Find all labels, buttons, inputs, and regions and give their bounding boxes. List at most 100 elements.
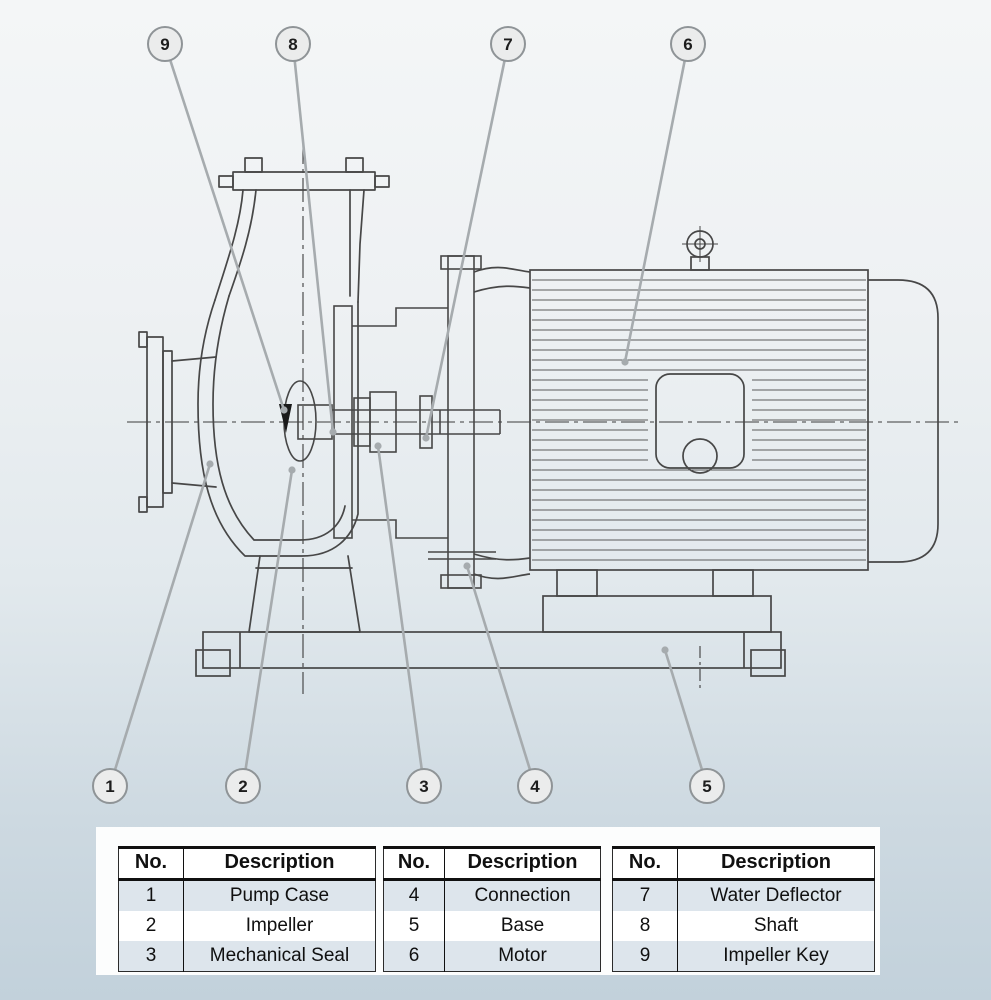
leader-line — [108, 463, 212, 787]
callout-label: 4 — [530, 777, 540, 796]
callout-circle — [670, 26, 706, 62]
bracket-connection — [352, 255, 496, 589]
table-row: 7 Water Deflector — [612, 879, 875, 911]
part-no: 9 — [612, 941, 678, 972]
callout-label: 8 — [288, 35, 297, 54]
part-no: 3 — [118, 941, 184, 972]
callout-circle — [517, 768, 553, 804]
part-description: Pump Case — [183, 879, 376, 911]
suction-flange-bolt-bottom — [138, 496, 148, 513]
callout-circle — [275, 26, 311, 62]
leader-line — [465, 565, 537, 787]
part-description: Impeller Key — [677, 941, 875, 972]
leader-dot — [329, 428, 337, 436]
discharge-neck-left — [214, 189, 244, 301]
motor-bell-bottom-inner — [473, 553, 531, 561]
table-header-row: No. Description — [612, 846, 875, 881]
table-row: 4 Connection — [383, 879, 601, 911]
discharge-neck-right — [357, 189, 365, 303]
volute-outer — [197, 299, 359, 557]
part-description: Connection — [444, 879, 601, 911]
table-header-row: No. Description — [383, 846, 601, 881]
col-header-no: No. — [118, 846, 184, 881]
leader-line — [291, 43, 335, 433]
callout-label: 3 — [419, 777, 428, 796]
motor — [473, 226, 939, 633]
suction-flange-bolt-top — [138, 331, 148, 348]
table-header-row: No. Description — [118, 846, 376, 881]
callout-circle — [225, 768, 261, 804]
col-header-description: Description — [444, 846, 601, 881]
discharge-flange-tab-right — [345, 157, 364, 173]
callout-8: 8 — [275, 26, 337, 436]
casing-cover — [333, 305, 353, 539]
discharge-flange-ear-left — [218, 175, 234, 188]
leader-dot — [621, 358, 629, 366]
volute-inner — [212, 295, 346, 541]
pump-case — [138, 157, 390, 633]
col-header-no: No. — [383, 846, 445, 881]
leader-dot — [288, 466, 296, 474]
leader-dot — [206, 460, 214, 468]
callout-label: 5 — [702, 777, 711, 796]
callout-circle — [147, 26, 183, 62]
leader-dot — [661, 646, 669, 654]
motor-end-cap — [868, 279, 939, 563]
discharge-flange-ear-right — [374, 175, 390, 188]
table-row: 6 Motor — [383, 941, 601, 972]
leader-line — [241, 469, 294, 787]
col-header-description: Description — [183, 846, 376, 881]
callout-6: 6 — [621, 26, 706, 366]
callout-1: 1 — [92, 460, 214, 804]
bracket-bottom — [352, 519, 448, 539]
suction-pipe-bottom — [171, 482, 217, 488]
part-no: 4 — [383, 879, 445, 911]
callout-label: 6 — [683, 35, 692, 54]
table-row: 8 Shaft — [612, 911, 875, 941]
col-header-description: Description — [677, 846, 875, 881]
table-row: 5 Base — [383, 911, 601, 941]
motor-terminal-boss — [682, 438, 718, 474]
bracket-top — [352, 307, 448, 327]
motor-foot-right — [712, 569, 754, 597]
motor-rail — [542, 595, 772, 633]
part-description: Motor — [444, 941, 601, 972]
callout-circle — [92, 768, 128, 804]
mechanical-seal-outer — [369, 391, 397, 453]
motor-flange-collar-bottom — [440, 574, 482, 589]
part-description: Water Deflector — [677, 879, 875, 911]
part-no: 6 — [383, 941, 445, 972]
discharge-flange — [232, 171, 376, 191]
leader-line — [376, 445, 426, 787]
table-row: 1 Pump Case — [118, 879, 376, 911]
water-deflector — [419, 395, 433, 449]
leader-line — [663, 649, 709, 787]
base — [195, 631, 786, 677]
part-no: 2 — [118, 911, 184, 941]
callout-5: 5 — [661, 646, 725, 804]
discharge-flange-tab-left — [244, 157, 263, 173]
part-description: Base — [500, 915, 545, 936]
motor-terminal-plate — [655, 373, 745, 469]
rotating-assembly — [279, 305, 501, 539]
discharge-neck-left-inner — [228, 189, 257, 297]
col-header-no: No. — [612, 846, 678, 881]
callout-3: 3 — [374, 442, 442, 804]
callout-7: 7 — [422, 26, 526, 442]
part-no: 1 — [118, 879, 184, 911]
callout-2: 2 — [225, 466, 296, 804]
callout-4: 4 — [463, 562, 553, 804]
parts-table-1: No. Description 1 Pump Case 2 Impeller 3… — [118, 846, 376, 972]
part-description: Mechanical Seal — [183, 941, 376, 972]
suction-pipe-top — [171, 356, 217, 362]
leader-dot — [463, 562, 471, 570]
parts-table-2: No. Description 4 Connection 5 Base 6 Mo… — [383, 846, 601, 972]
leader-dot — [422, 434, 430, 442]
leader-dot — [374, 442, 382, 450]
suction-flange-step — [162, 350, 173, 494]
motor-foot-left — [556, 569, 598, 597]
motor-bell-bottom — [473, 573, 531, 580]
